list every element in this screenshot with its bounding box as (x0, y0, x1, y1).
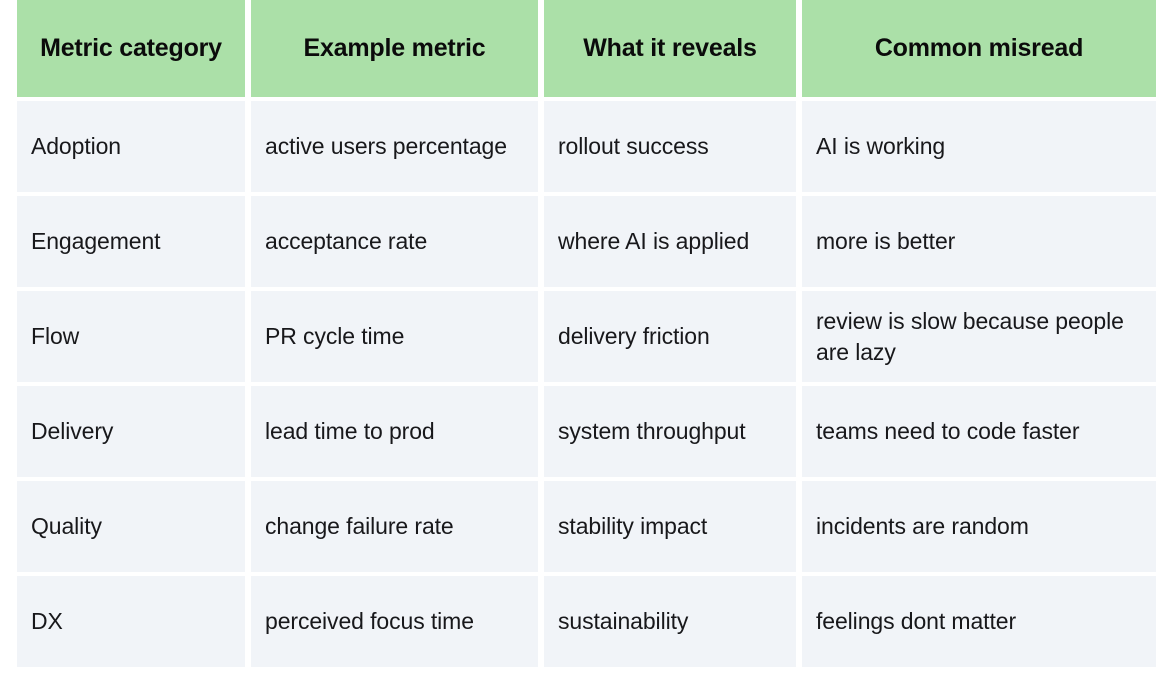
cell-example-metric: active users percentage (251, 101, 538, 192)
metrics-table: Metric category Example metric What it r… (11, 0, 1162, 671)
cell-metric-category: Engagement (17, 196, 245, 287)
table-row: Quality change failure rate stability im… (17, 481, 1156, 572)
cell-example-metric: PR cycle time (251, 291, 538, 382)
cell-metric-category: Adoption (17, 101, 245, 192)
table-row: Engagement acceptance rate where AI is a… (17, 196, 1156, 287)
cell-common-misread: AI is working (802, 101, 1156, 192)
table-row: Flow PR cycle time delivery friction rev… (17, 291, 1156, 382)
cell-example-metric: lead time to prod (251, 386, 538, 477)
cell-what-it-reveals: stability impact (544, 481, 796, 572)
cell-common-misread: teams need to code faster (802, 386, 1156, 477)
table-header: Metric category Example metric What it r… (17, 0, 1156, 97)
cell-common-misread: feelings dont matter (802, 576, 1156, 667)
cell-metric-category: Quality (17, 481, 245, 572)
cell-metric-category: Delivery (17, 386, 245, 477)
table-row: Delivery lead time to prod system throug… (17, 386, 1156, 477)
cell-example-metric: change failure rate (251, 481, 538, 572)
cell-metric-category: Flow (17, 291, 245, 382)
cell-metric-category: DX (17, 576, 245, 667)
cell-common-misread: incidents are random (802, 481, 1156, 572)
table-body: Adoption active users percentage rollout… (17, 101, 1156, 667)
cell-what-it-reveals: where AI is applied (544, 196, 796, 287)
cell-example-metric: perceived focus time (251, 576, 538, 667)
column-header-what-it-reveals: What it reveals (544, 0, 796, 97)
cell-common-misread: more is better (802, 196, 1156, 287)
column-header-common-misread: Common misread (802, 0, 1156, 97)
cell-what-it-reveals: system throughput (544, 386, 796, 477)
table-row: Adoption active users percentage rollout… (17, 101, 1156, 192)
cell-common-misread: review is slow because people are lazy (802, 291, 1156, 382)
column-header-metric-category: Metric category (17, 0, 245, 97)
table-header-row: Metric category Example metric What it r… (17, 0, 1156, 97)
column-header-example-metric: Example metric (251, 0, 538, 97)
table-row: DX perceived focus time sustainability f… (17, 576, 1156, 667)
cell-what-it-reveals: delivery friction (544, 291, 796, 382)
cell-what-it-reveals: sustainability (544, 576, 796, 667)
cell-what-it-reveals: rollout success (544, 101, 796, 192)
cell-example-metric: acceptance rate (251, 196, 538, 287)
